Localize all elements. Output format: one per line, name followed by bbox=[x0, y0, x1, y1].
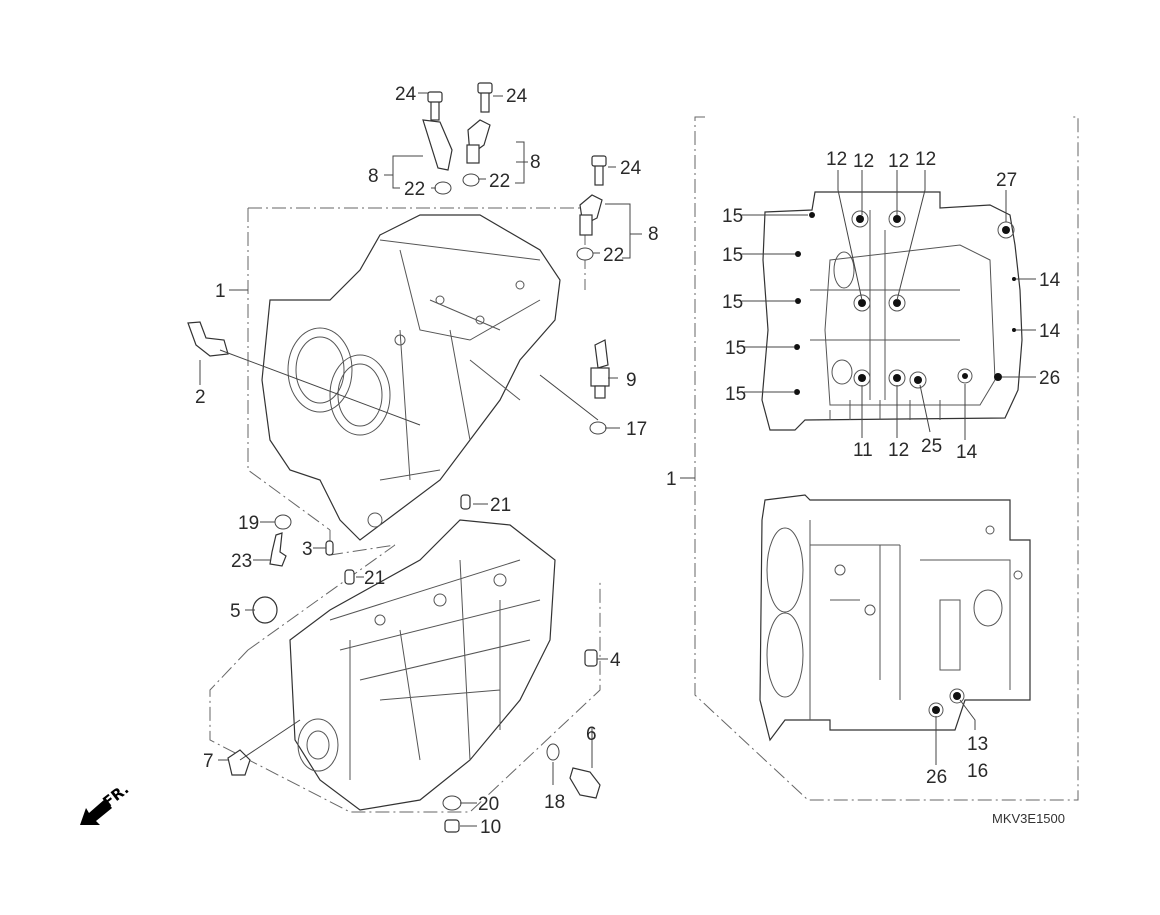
callout-12: 12 bbox=[888, 151, 909, 172]
callout-15: 15 bbox=[725, 384, 746, 405]
sensor-9 bbox=[589, 339, 610, 435]
assembly-bracket-right bbox=[694, 116, 1079, 801]
callout-15: 15 bbox=[722, 206, 743, 227]
callout-14: 14 bbox=[956, 442, 978, 463]
left-assembly: 24 24 24 8 8 8 22 22 22 1 2 9 17 19 23 3… bbox=[187, 82, 659, 838]
cylinder-bore bbox=[287, 327, 353, 413]
washer-18 bbox=[546, 743, 560, 761]
cylinder-outline bbox=[766, 527, 804, 613]
sensor-7 bbox=[227, 749, 251, 776]
callout-9: 9 bbox=[626, 370, 637, 391]
dowel-3 bbox=[325, 540, 334, 556]
callout-23: 23 bbox=[231, 551, 252, 572]
drain-bolt-10 bbox=[444, 819, 460, 833]
callout-20: 20 bbox=[478, 794, 499, 815]
cylinder-bore bbox=[329, 354, 391, 436]
part-2-bracket bbox=[187, 321, 229, 357]
callout-12: 12 bbox=[853, 151, 874, 172]
washer-20 bbox=[442, 795, 462, 811]
callout-26: 26 bbox=[1039, 368, 1060, 389]
plug-5 bbox=[252, 596, 278, 624]
callout-8: 8 bbox=[648, 224, 659, 245]
callout-15: 15 bbox=[722, 292, 743, 313]
callout-14: 14 bbox=[1039, 321, 1061, 342]
callout-21: 21 bbox=[490, 495, 511, 516]
callout-12: 12 bbox=[915, 149, 936, 170]
callout-19: 19 bbox=[238, 513, 259, 534]
crankcase-bottom-view bbox=[761, 191, 1023, 431]
upper-crankcase bbox=[261, 214, 561, 541]
callout-1: 1 bbox=[215, 281, 226, 302]
callout-15: 15 bbox=[725, 338, 746, 359]
callout-22: 22 bbox=[489, 171, 510, 192]
callout-7: 7 bbox=[203, 751, 214, 772]
callout-18: 18 bbox=[544, 792, 565, 813]
callout-24: 24 bbox=[395, 84, 417, 105]
callout-26: 26 bbox=[926, 767, 947, 788]
callout-1: 1 bbox=[666, 469, 677, 490]
callout-16: 16 bbox=[967, 761, 988, 782]
callout-4: 4 bbox=[610, 650, 621, 671]
arrow-icon bbox=[80, 799, 112, 825]
leader-lines bbox=[199, 92, 642, 827]
callout-21: 21 bbox=[364, 568, 385, 589]
callout-14: 14 bbox=[1039, 270, 1061, 291]
right-assembly: 12 12 12 12 27 15 15 15 15 15 14 14 26 1… bbox=[666, 116, 1079, 826]
oil-jet-group-b bbox=[462, 82, 493, 187]
callout-3: 3 bbox=[302, 539, 313, 560]
callout-10: 10 bbox=[480, 817, 501, 838]
leader-lines-right bbox=[680, 170, 1036, 765]
callout-24: 24 bbox=[620, 158, 642, 179]
callout-25: 25 bbox=[921, 436, 942, 457]
dowel-21-lower bbox=[344, 569, 355, 585]
drawing-code: MKV3E1500 bbox=[992, 811, 1065, 826]
front-direction-indicator: FR. bbox=[80, 780, 132, 825]
lower-crankcase bbox=[289, 519, 556, 811]
oil-jet-group-a bbox=[422, 91, 453, 195]
dowel-4 bbox=[584, 649, 598, 667]
callout-8: 8 bbox=[530, 152, 541, 173]
callout-17: 17 bbox=[626, 419, 647, 440]
callout-22: 22 bbox=[603, 245, 624, 266]
callout-22: 22 bbox=[404, 179, 425, 200]
switch-6 bbox=[569, 767, 601, 799]
callout-5: 5 bbox=[230, 601, 241, 622]
callout-2: 2 bbox=[195, 387, 206, 408]
crank-journal bbox=[297, 718, 339, 772]
callout-24: 24 bbox=[506, 86, 528, 107]
callout-12: 12 bbox=[826, 149, 847, 170]
callout-27: 27 bbox=[996, 170, 1017, 191]
callout-13: 13 bbox=[967, 734, 988, 755]
bolt-23 bbox=[269, 532, 287, 567]
callout-6: 6 bbox=[586, 724, 597, 745]
oil-jet-group-c bbox=[576, 155, 607, 261]
bolt-positions bbox=[794, 210, 1016, 395]
callout-15: 15 bbox=[722, 245, 743, 266]
washer-19 bbox=[274, 514, 292, 530]
dowel-21-upper bbox=[460, 494, 471, 510]
crankcase-side-view bbox=[759, 494, 1031, 742]
callout-11: 11 bbox=[853, 440, 873, 461]
callout-8: 8 bbox=[368, 166, 379, 187]
callout-12: 12 bbox=[888, 440, 909, 461]
cylinder-outline bbox=[766, 612, 804, 698]
